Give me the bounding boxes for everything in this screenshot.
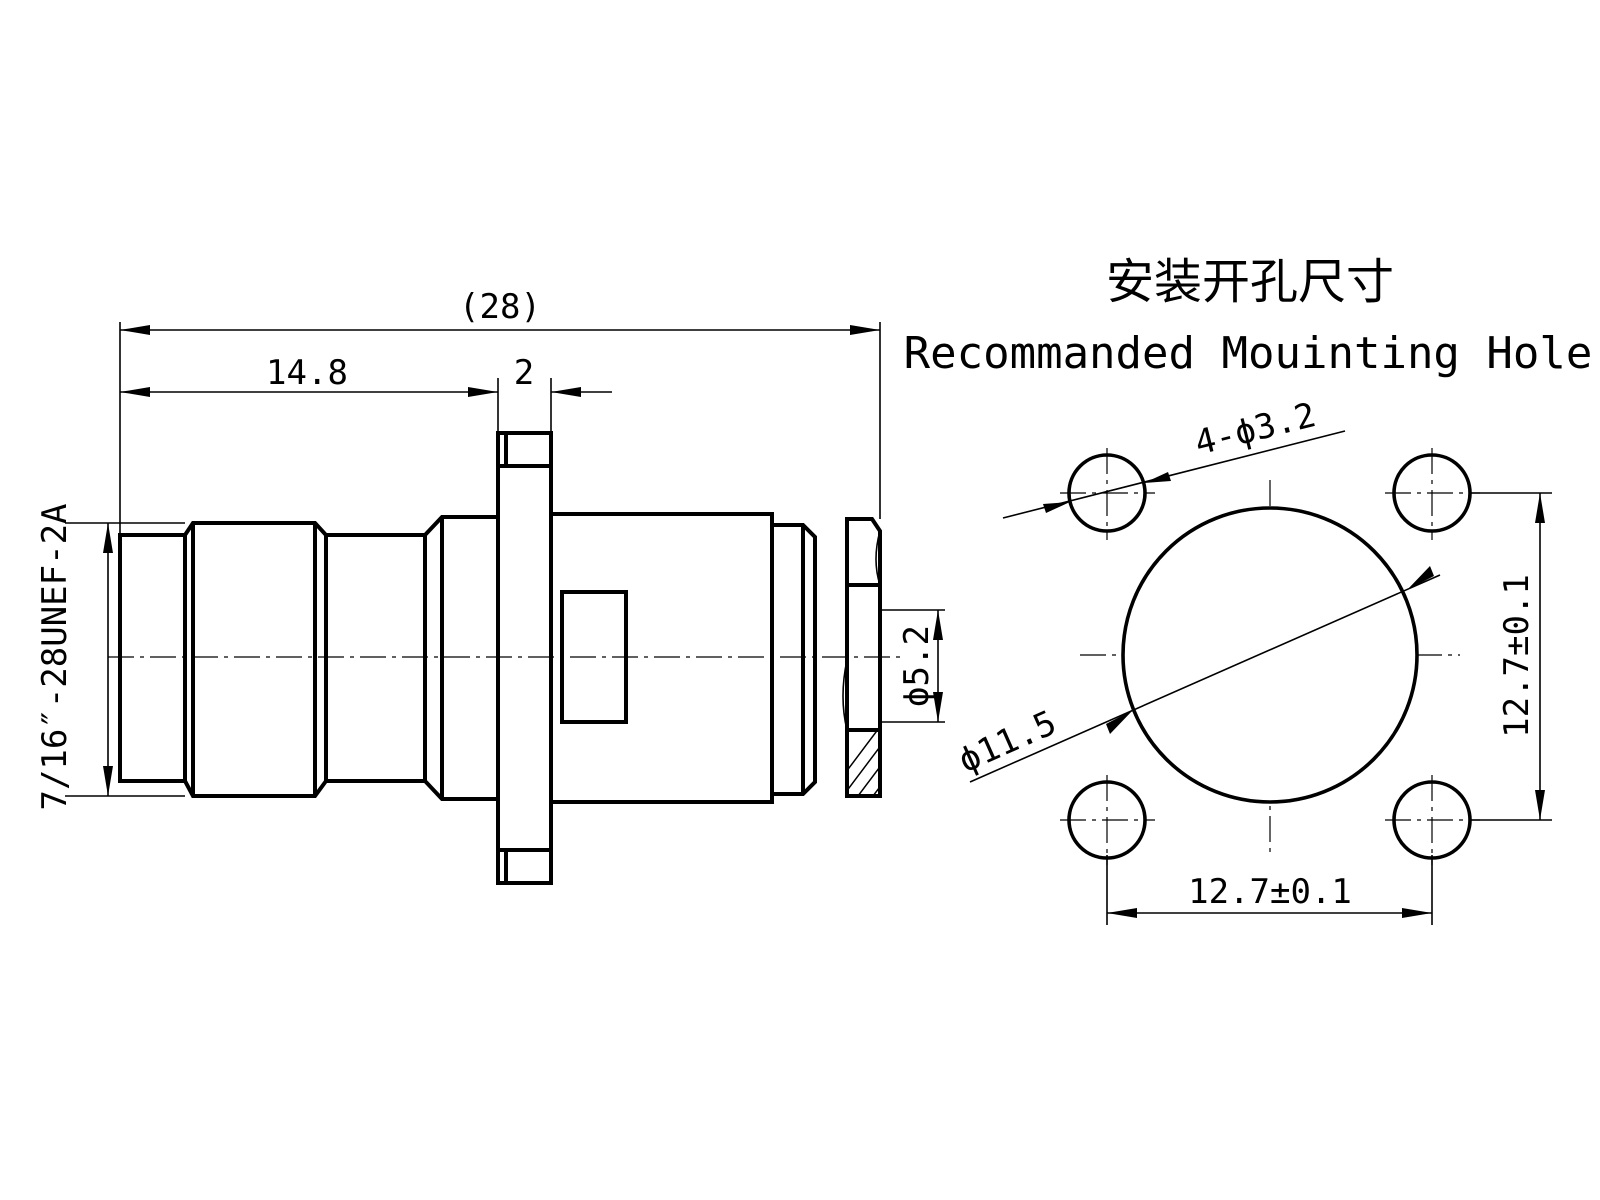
groove-ring [770,523,817,796]
flange-thickness-label: 2 [514,353,534,393]
front-length-label: 14.8 [266,353,348,393]
horizontal-pitch-label: 12.7±0.1 [1188,872,1352,912]
pin-diameter-label: ϕ5.2 [897,625,937,707]
shoulder-section [423,515,500,801]
front-plug [118,533,187,783]
horizontal-pitch-dimension [1106,855,1433,925]
mounting-title-en: Recommanded Mouinting Hole [904,328,1593,379]
center-hole [1121,506,1419,804]
front-length-dimension [120,378,499,433]
center-hole-leader [969,566,1441,783]
rear-body [549,512,774,804]
thread-spec-label: 7/16″-28UNEF-2A [35,503,75,810]
flange-thickness-dimension [550,378,612,433]
body-slot [560,590,628,724]
thread-dimension [65,522,185,797]
vertical-pitch-dimension [1470,492,1552,821]
connector-side-view: (28) 14.8 2 7/16″-28UNEF-2A [35,287,945,885]
neck-section [324,533,427,783]
overall-length-label: (28) [459,287,541,327]
mounting-hole-view: 安装开孔尺寸 Recommanded Mouinting Hole 4-ϕ3.2 [904,254,1593,925]
center-hole-label: ϕ11.5 [953,703,1063,781]
hex-nut [845,517,882,798]
overall-length-dimension [119,322,881,535]
vertical-pitch-label: 12.7±0.1 [1497,574,1537,738]
nut-hatch [847,730,878,796]
mounting-title-cn: 安装开孔尺寸 [1106,254,1394,310]
screw-hole-crosshairs [1060,448,1480,865]
mounting-flange [496,431,553,885]
threaded-section [183,521,328,798]
pin-diameter-dimension [880,609,945,723]
screw-hole-leader [1002,430,1346,519]
